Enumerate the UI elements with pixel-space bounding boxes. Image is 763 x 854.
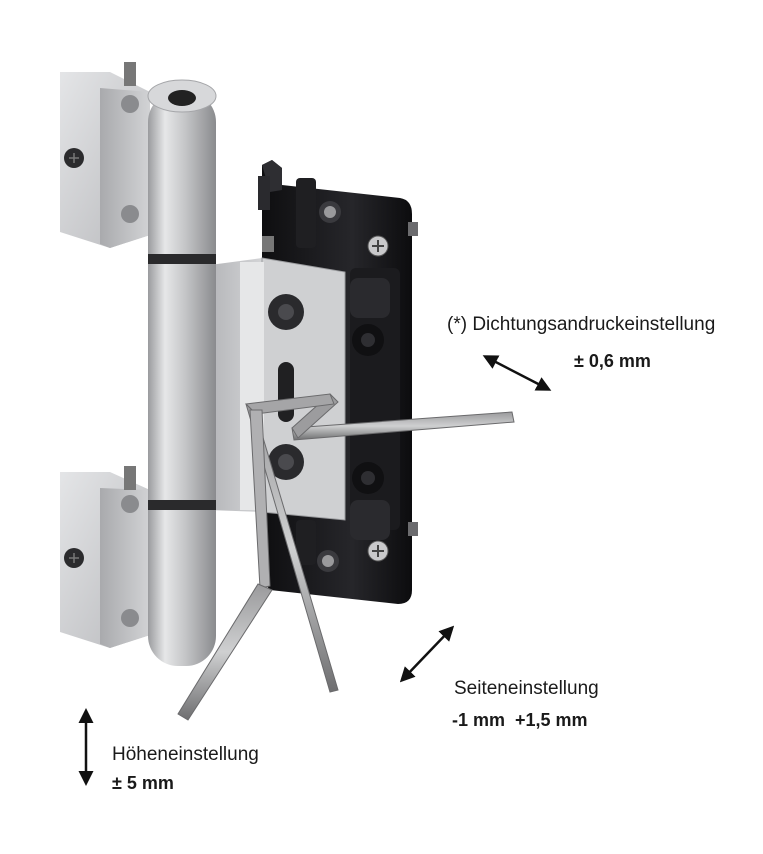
hinge-body (210, 176, 346, 565)
wing-plate-top (60, 62, 150, 248)
compression-value: ± 0,6 mm (574, 351, 651, 371)
lateral-title: Seiteneinstellung (454, 678, 599, 699)
arrow-lateral (399, 625, 455, 683)
allen-keys (177, 393, 515, 721)
lateral-value: -1 mm +1,5 mm (452, 710, 588, 730)
arrow-compression (482, 355, 552, 391)
wing-plate-bottom (60, 466, 150, 648)
hinge-barrel (147, 79, 217, 666)
height-value: ± 5 mm (112, 773, 174, 793)
compression-title: (*) Dichtungsandruckeinstellung (447, 314, 716, 335)
height-title: Höheneinstellung (112, 744, 259, 765)
